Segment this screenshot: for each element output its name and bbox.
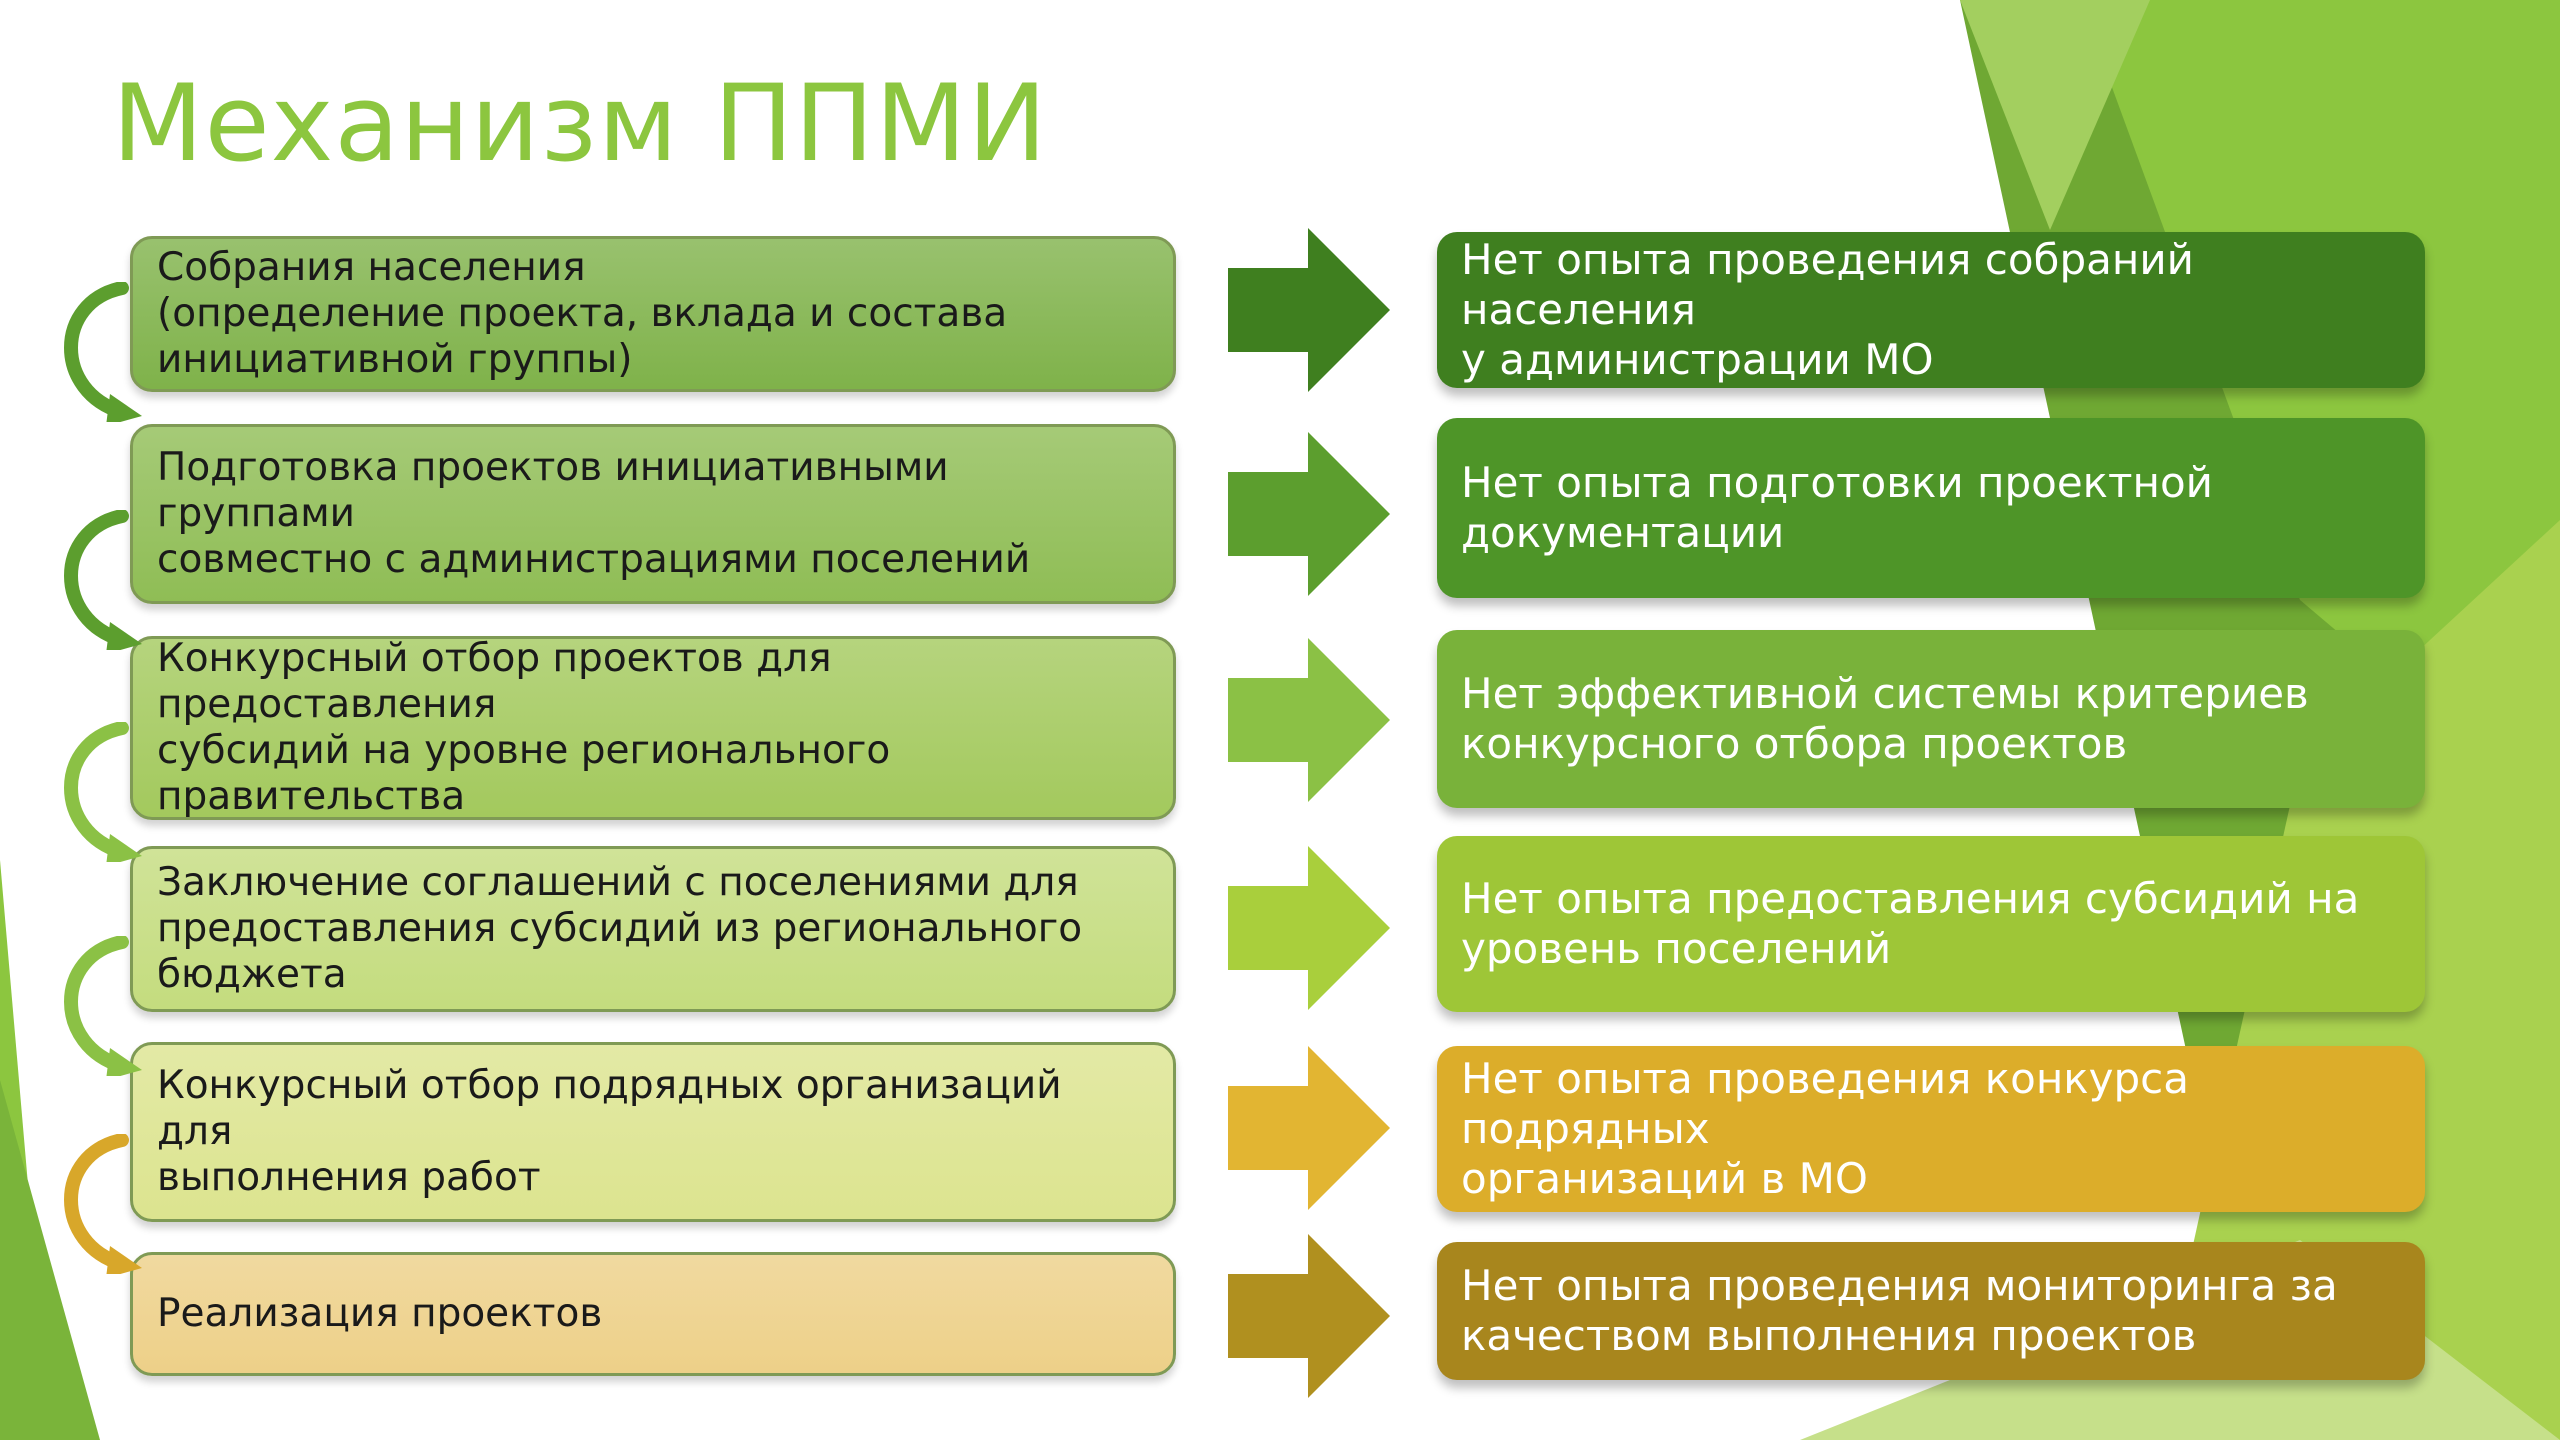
stage-label: Реализация проектов [157, 1291, 603, 1336]
problem-box-6: Нет опыта проведения мониторинга за каче… [1437, 1242, 2425, 1380]
curved-arrow-icon [64, 722, 142, 862]
problem-box-2: Нет опыта подготовки проектной документа… [1437, 418, 2425, 598]
problem-box-3: Нет эффективной системы критериев конкур… [1437, 630, 2425, 808]
right-arrow-icon [1228, 1234, 1390, 1398]
problem-box-5: Нет опыта проведения конкурса подрядных … [1437, 1046, 2425, 1212]
curved-arrow-icon [64, 936, 142, 1076]
problem-label: Нет опыта подготовки проектной документа… [1461, 458, 2213, 557]
problem-label: Нет опыта проведения конкурса подрядных … [1461, 1054, 2190, 1203]
stage-label: Конкурсный отбор проектов для предоставл… [157, 636, 891, 819]
problem-box-1: Нет опыта проведения собраний населения … [1437, 232, 2425, 388]
curved-arrow-icon [64, 510, 142, 650]
stage-box-5: Конкурсный отбор подрядных организаций д… [130, 1042, 1176, 1222]
slide-title: Механизм ППМИ [112, 62, 1048, 185]
problem-box-4: Нет опыта предоставления субсидий на уро… [1437, 836, 2425, 1012]
stage-box-2: Подготовка проектов инициативными группа… [130, 424, 1176, 604]
right-arrow-icon [1228, 846, 1390, 1010]
stage-box-4: Заключение соглашений с поселениями для … [130, 846, 1176, 1012]
stage-label: Собрания населения (определение проекта,… [157, 245, 1008, 382]
right-arrow-icon [1228, 1046, 1390, 1210]
stage-box-6: Реализация проектов [130, 1252, 1176, 1376]
stage-label: Заключение соглашений с поселениями для … [157, 860, 1083, 997]
stage-box-3: Конкурсный отбор проектов для предоставл… [130, 636, 1176, 820]
right-arrow-icon [1228, 432, 1390, 596]
curved-arrow-icon [64, 1134, 142, 1274]
problem-label: Нет опыта предоставления субсидий на уро… [1461, 874, 2360, 973]
curved-arrow-icon [64, 282, 142, 422]
right-arrow-icon [1228, 638, 1390, 802]
right-arrow-icon [1228, 228, 1390, 392]
problem-label: Нет опыта проведения мониторинга за каче… [1461, 1261, 2338, 1360]
stage-label: Конкурсный отбор подрядных организаций д… [157, 1063, 1062, 1200]
problem-label: Нет эффективной системы критериев конкур… [1461, 669, 2309, 768]
stage-box-1: Собрания населения (определение проекта,… [130, 236, 1176, 392]
problem-label: Нет опыта проведения собраний населения … [1461, 235, 2194, 384]
stage-label: Подготовка проектов инициативными группа… [157, 445, 1031, 582]
